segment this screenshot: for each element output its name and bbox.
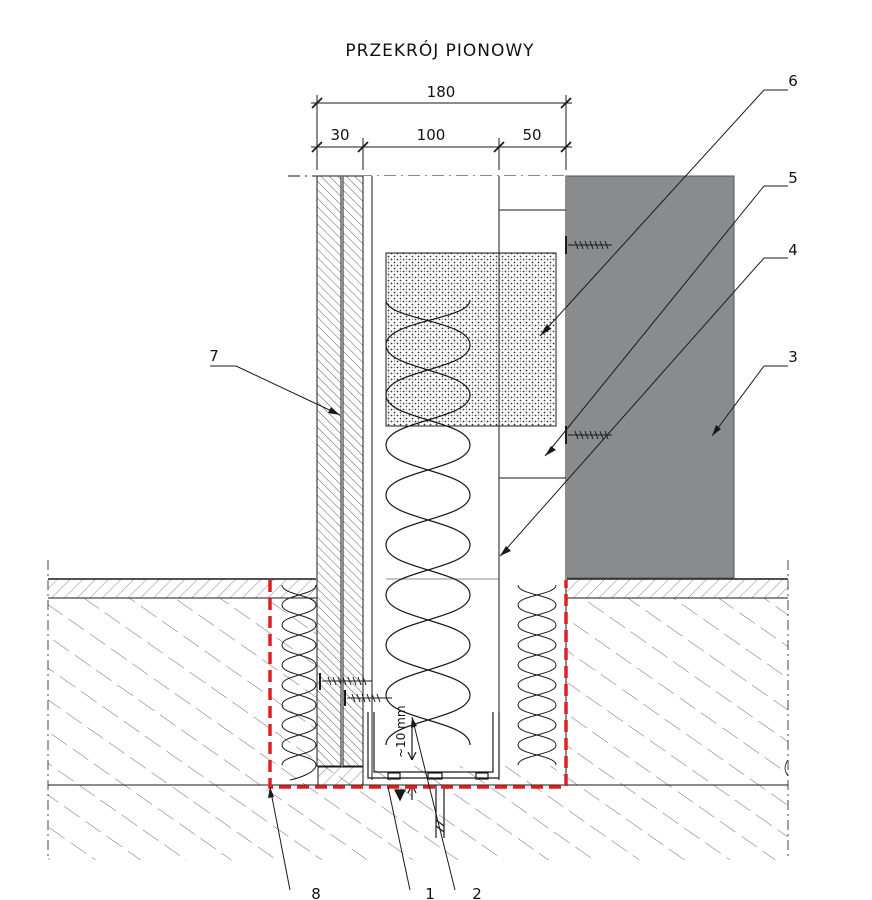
- mineral-wool-main: [385, 299, 471, 746]
- gap-note: ~10 mm: [394, 705, 408, 758]
- callout-5: 5: [788, 169, 798, 187]
- wall-structure: [316, 175, 567, 786]
- callout-8: 8: [311, 885, 321, 900]
- dimension-chain: [311, 95, 572, 170]
- mineral-wool-perimeter: [281, 584, 557, 781]
- dimension-overall: 180: [427, 83, 456, 101]
- callout-3: 3: [788, 348, 798, 366]
- leader-arrows: [268, 324, 721, 798]
- drawing-title: PRZEKRÓJ PIONOWY: [345, 39, 534, 61]
- callout-1: 1: [425, 885, 435, 900]
- screw-icon: [319, 236, 612, 706]
- wall-block: [565, 175, 735, 579]
- leader-lines: [210, 89, 788, 891]
- callout-6: 6: [788, 72, 798, 90]
- dimension-segment-2: 100: [417, 126, 446, 144]
- dimension-segment-3: 50: [522, 126, 541, 144]
- callout-7: 7: [209, 347, 219, 365]
- callout-4: 4: [788, 241, 798, 259]
- callout-2: 2: [472, 885, 482, 900]
- dimension-segment-1: 30: [330, 126, 349, 144]
